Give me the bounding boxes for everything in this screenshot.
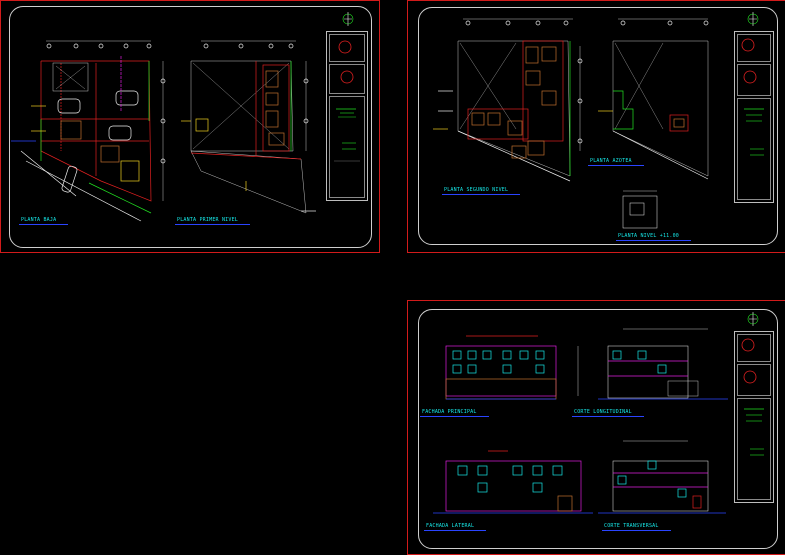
drawing-sheet-2[interactable]: PLANTA SEGUNDO NIVEL PLANTA AZOTEA PLANT… <box>407 0 785 253</box>
north-arrow-icon <box>342 12 354 26</box>
label-corte-transversal: CORTE TRANSVERSAL <box>602 523 671 531</box>
second-floor-plan <box>433 18 583 182</box>
sheet-1-title-block <box>326 31 368 201</box>
location-map-2 <box>737 364 771 396</box>
location-map-1 <box>329 34 365 62</box>
title-info-box <box>737 398 771 500</box>
front-elevation <box>445 335 557 400</box>
location-map-2 <box>737 64 771 96</box>
sheet-1-frame <box>9 6 372 248</box>
sheet-3-frame <box>418 309 778 549</box>
label-corte-longitudinal: CORTE LONGITUDINAL <box>572 409 644 417</box>
level-plus-11-plan <box>622 190 658 229</box>
label-fachada-lateral: FACHADA LATERAL <box>423 523 487 531</box>
location-map-1 <box>737 34 771 62</box>
sheet-3-drawing <box>433 312 759 514</box>
first-floor-plan <box>181 40 316 214</box>
sheet-1-drawing <box>11 12 354 222</box>
roof-plan <box>598 18 709 180</box>
label-planta-azotea: PLANTA AZOTEA <box>588 158 644 166</box>
north-arrow-icon <box>747 312 759 326</box>
sheet-2-title-block <box>734 31 774 203</box>
title-info-box <box>737 98 771 200</box>
label-planta-nivel-11: PLANTA NIVEL +11.00 <box>616 233 691 241</box>
sheet-3-title-block <box>734 331 774 503</box>
location-map-2 <box>329 64 365 94</box>
drawing-sheet-3[interactable]: FACHADA PRINCIPAL CORTE LONGITUDINAL FAC… <box>407 300 785 555</box>
longitudinal-section <box>577 328 728 400</box>
sheet-2-frame <box>418 7 778 245</box>
drawing-sheet-1[interactable]: PLANTA BAJA PLANTA PRIMER NIVEL <box>0 0 380 253</box>
cross-section <box>598 440 726 514</box>
title-info-box <box>329 96 365 198</box>
ground-floor-plan <box>11 40 166 222</box>
label-planta-baja: PLANTA BAJA <box>18 217 69 225</box>
label-planta-segundo-nivel: PLANTA SEGUNDO NIVEL <box>441 187 521 195</box>
label-fachada-principal: FACHADA PRINCIPAL <box>420 409 489 417</box>
north-arrow-icon <box>747 12 759 26</box>
sheet-2-drawing <box>433 12 759 229</box>
location-map-1 <box>737 334 771 362</box>
label-planta-primer-nivel: PLANTA PRIMER NIVEL <box>175 217 250 225</box>
side-elevation <box>433 450 593 514</box>
